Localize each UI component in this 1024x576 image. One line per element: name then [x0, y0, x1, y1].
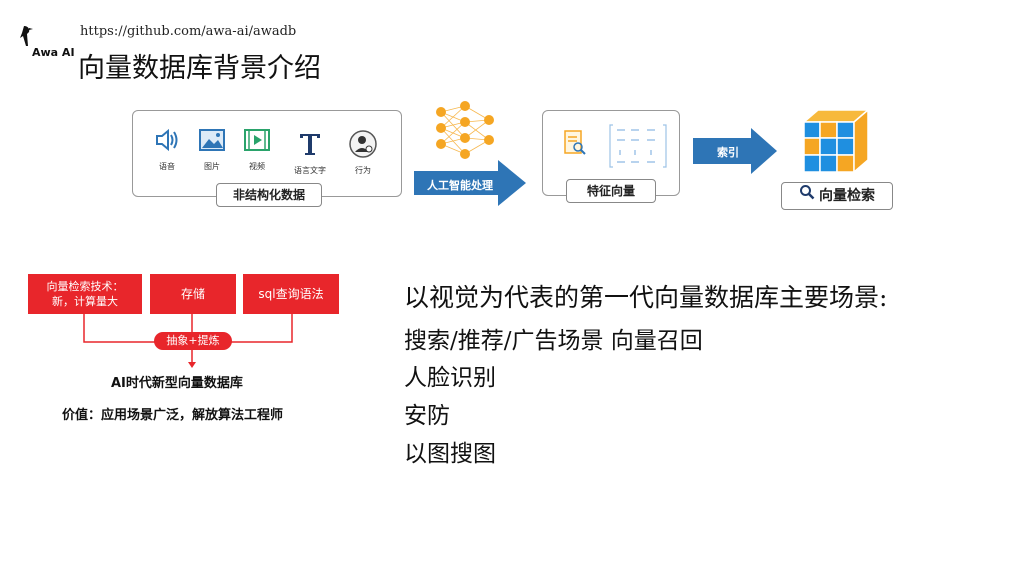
media-image: 图片 [192, 125, 232, 172]
abstract-refine-pill: 抽象+提炼 [154, 332, 232, 350]
scenario-item: 人脸识别 [404, 365, 496, 391]
vector-search-button: 向量检索 [781, 182, 893, 210]
text-icon [300, 134, 320, 155]
media-text: 语言文字 [290, 129, 330, 176]
awa-ai-logo: Awa AI [18, 24, 75, 60]
scenario-item: 以图搜图 [404, 441, 496, 467]
page-title: 向量数据库背景介绍 [78, 53, 321, 84]
concept-box-vector-search: 向量检索技术： 新，计算量大 [28, 274, 142, 314]
repo-url[interactable]: https://github.com/awa-ai/awadb [80, 24, 297, 39]
media-video: 视频 [237, 125, 277, 172]
vector-search-label: 向量检索 [819, 188, 875, 204]
media-text-label: 语言文字 [294, 166, 326, 175]
matrix-icon [609, 124, 667, 168]
unstructured-data-box: 语音 图片 视频 语言文字 行为 [132, 110, 402, 197]
index-arrow [693, 128, 777, 174]
media-video-label: 视频 [249, 162, 265, 171]
media-image-label: 图片 [204, 162, 220, 171]
concept-connector-lines [83, 314, 293, 368]
speaker-icon [156, 128, 178, 152]
concept-box-storage: 存储 [150, 274, 236, 314]
media-audio-label: 语音 [159, 162, 175, 171]
document-search-icon [564, 130, 586, 155]
ai-processing-arrow [414, 160, 526, 206]
concept-box-sql: sql查询语法 [243, 274, 339, 314]
scenario-item: 安防 [404, 403, 450, 429]
scenarios-heading: 以视觉为代表的第一代向量数据库主要场景: [404, 283, 888, 312]
media-behavior-label: 行为 [355, 166, 371, 175]
feature-vector-label: 特征向量 [566, 179, 656, 203]
ai-processing-label: 人工智能处理 [427, 179, 493, 192]
vector-cube-icon [802, 108, 870, 174]
scenario-item: 搜索/推荐/广告场景 向量召回 [404, 328, 703, 354]
index-label: 索引 [717, 146, 739, 159]
logo-text: Awa AI [32, 46, 75, 59]
media-audio: 语音 [147, 125, 187, 172]
video-icon [244, 129, 270, 151]
image-icon [199, 129, 225, 151]
bird-logo-icon [20, 26, 33, 46]
magnifier-icon [799, 183, 815, 209]
unstructured-data-label: 非结构化数据 [216, 183, 322, 207]
concept-line-1: AI时代新型向量数据库 [111, 376, 243, 391]
concept-line-2: 价值：应用场景广泛，解放算法工程师 [62, 408, 284, 423]
media-behavior: 行为 [343, 129, 383, 176]
neural-network-icon [436, 101, 494, 159]
person-icon [349, 130, 377, 158]
